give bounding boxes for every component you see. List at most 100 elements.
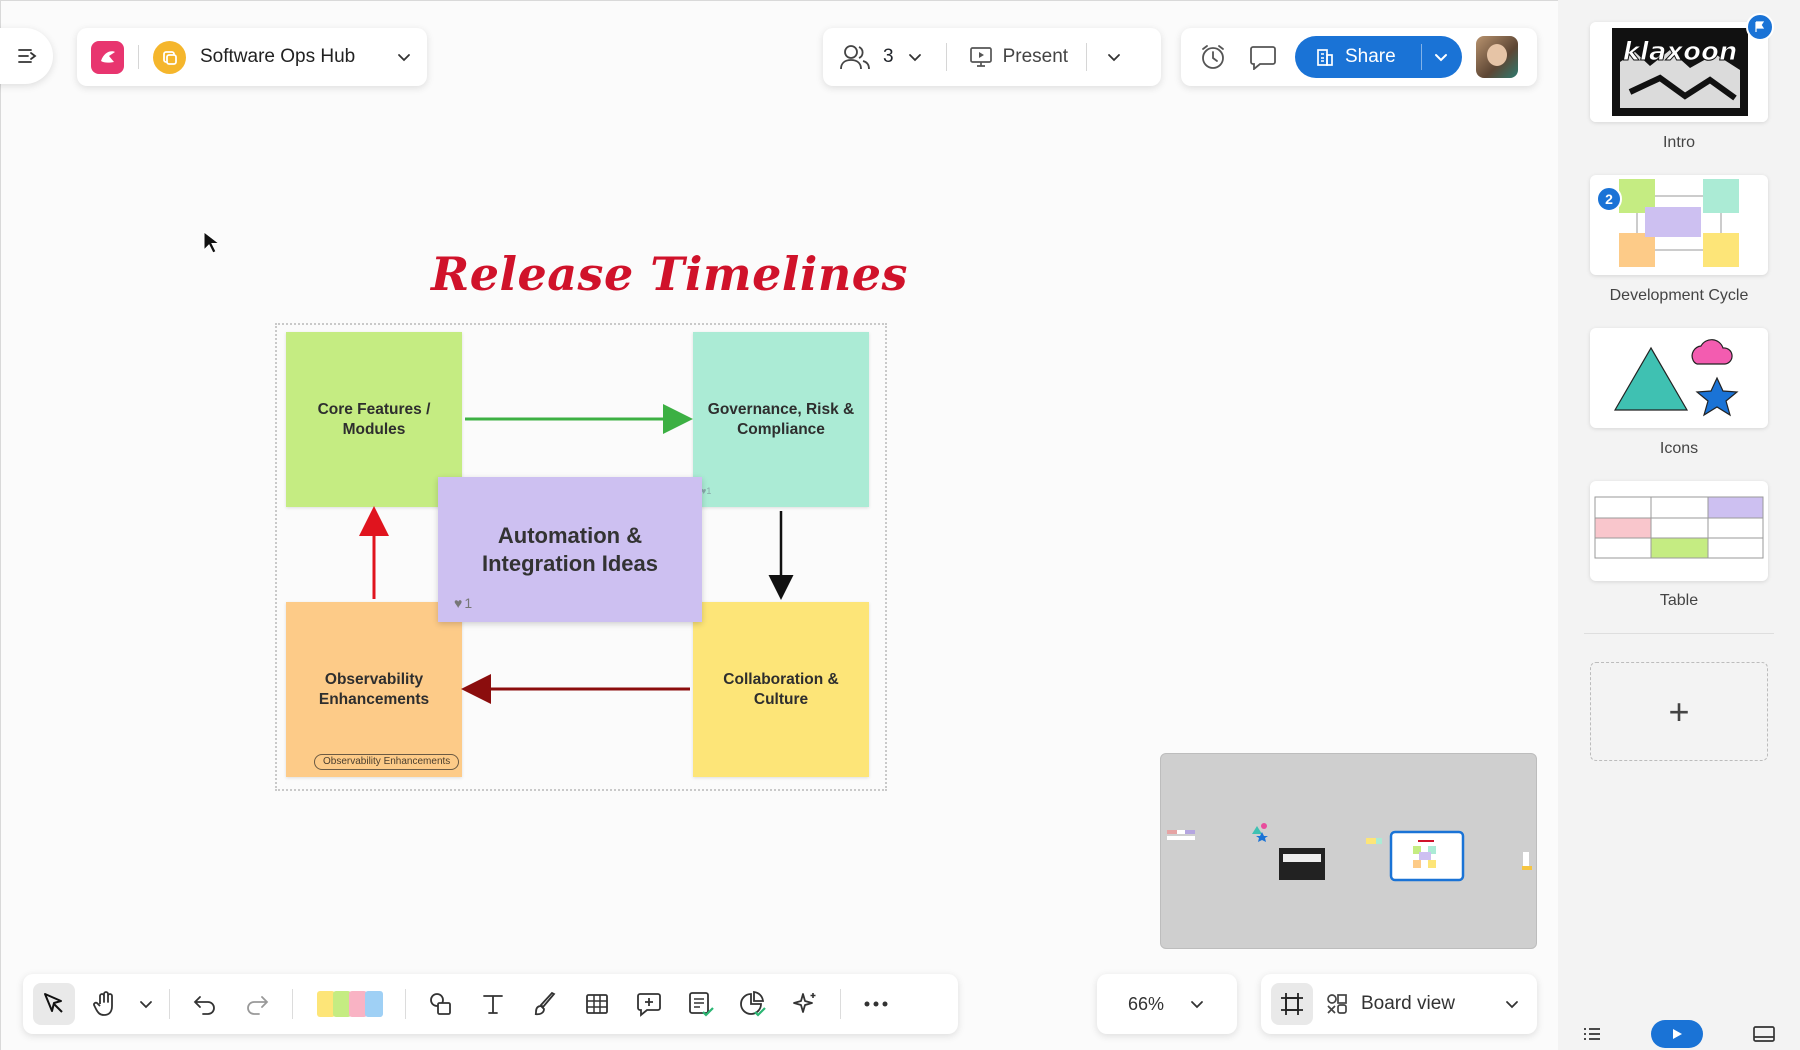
divider (292, 989, 293, 1019)
frame-thumbnail-icons[interactable] (1590, 328, 1768, 428)
chevron-down-icon[interactable] (1503, 995, 1521, 1013)
mouse-pointer-icon (203, 231, 219, 254)
list-view-icon[interactable] (1583, 1027, 1601, 1041)
pointer-icon (44, 993, 63, 1013)
collaboration-bar: 3 Present (823, 28, 1161, 86)
user-avatar[interactable] (1476, 36, 1518, 78)
divider (169, 989, 170, 1019)
board-title[interactable]: Software Ops Hub (200, 46, 356, 67)
divider (1421, 44, 1422, 70)
likes-count: 1 (464, 594, 473, 611)
chevron-down-icon[interactable] (906, 48, 924, 66)
ai-tool[interactable] (784, 983, 826, 1025)
view-mode-label[interactable]: Board view (1361, 993, 1455, 1014)
redo-button[interactable] (236, 983, 278, 1025)
actions-bar: Share (1181, 28, 1537, 86)
svg-text:klaxoon: klaxoon (1623, 37, 1738, 67)
undo-icon (193, 996, 215, 1015)
klaxoon-logo-thumbnail: klaxoon (1590, 22, 1768, 122)
undo-button[interactable] (184, 983, 226, 1025)
flag-icon[interactable] (1746, 13, 1774, 41)
table-icon (586, 994, 608, 1014)
sticky-pink-icon (349, 991, 367, 1017)
voting-tool[interactable] (680, 983, 722, 1025)
board-canvas[interactable]: Software Ops Hub 3 Present Share Relea (0, 0, 1558, 1050)
chevron-down-icon[interactable] (1432, 48, 1450, 66)
shapes-tool[interactable] (420, 983, 462, 1025)
sticky-note-governance[interactable]: Governance, Risk & Compliance (693, 332, 869, 507)
board-header: Software Ops Hub (77, 28, 427, 86)
comment-add-icon (637, 993, 661, 1017)
share-button[interactable]: Share (1295, 36, 1462, 78)
divider (945, 43, 947, 71)
frame-count-badge: 2 (1596, 186, 1622, 212)
pen-tool[interactable] (524, 983, 566, 1025)
frame-border[interactable] (275, 323, 887, 791)
frame-label[interactable]: Intro (1662, 134, 1695, 151)
development-cycle-thumbnail (1619, 179, 1739, 267)
likes-counter[interactable]: ♥ 1 (454, 595, 472, 613)
participants-count: 3 (883, 46, 894, 67)
sticky-note-observability[interactable]: Observability Enhancements Observability… (286, 602, 462, 777)
sticky-note-collaboration[interactable]: Collaboration & Culture (693, 602, 869, 777)
note-text: Core Features / Modules (317, 401, 431, 438)
text-tool[interactable] (472, 983, 514, 1025)
presentation-icon (969, 47, 992, 67)
divider (1584, 633, 1774, 634)
note-tag[interactable]: Observability Enhancements (314, 753, 460, 770)
quiz-tool[interactable] (732, 983, 774, 1025)
sidebar-toggle-button[interactable] (0, 28, 53, 84)
text-icon (483, 995, 503, 1014)
more-tools-button[interactable] (855, 983, 897, 1025)
hand-tool[interactable] (85, 983, 127, 1025)
frame-thumbnail-table[interactable] (1590, 481, 1768, 581)
comments-button[interactable] (1245, 39, 1281, 75)
frame-icon (1281, 993, 1303, 1015)
frame-title[interactable]: Release Timelines (431, 247, 908, 301)
sticky-notes-tool[interactable] (307, 983, 391, 1025)
frame-label[interactable]: Icons (1659, 440, 1699, 457)
play-icon (1673, 1029, 1682, 1039)
board-view-icon[interactable] (1325, 992, 1349, 1016)
note-text: Automation & Integration Ideas (481, 523, 659, 576)
zoom-control[interactable]: 66% (1097, 974, 1237, 1034)
survey-icon (689, 992, 714, 1017)
building-icon (1317, 49, 1333, 66)
participants-icon[interactable] (839, 43, 871, 71)
more-horizontal-icon (864, 1001, 888, 1007)
grid-view-icon[interactable] (1753, 1026, 1775, 1042)
frame-thumbnail-development-cycle[interactable] (1590, 175, 1768, 275)
table-tool[interactable] (576, 983, 618, 1025)
view-control: Board view (1261, 974, 1537, 1034)
minimap[interactable] (1160, 753, 1537, 949)
select-tool[interactable] (33, 983, 75, 1025)
add-frame-button[interactable]: + (1590, 662, 1768, 761)
alarm-clock-icon (1202, 45, 1224, 69)
frame-label[interactable]: Table (1659, 592, 1699, 609)
chevron-down-icon[interactable] (395, 48, 413, 66)
sticky-note-automation[interactable]: Automation & Integration Ideas ♥ 1 (438, 477, 702, 622)
chevron-down-icon[interactable] (137, 995, 155, 1013)
tools-toolbar (23, 974, 958, 1034)
heart-icon: ♥ (454, 594, 463, 611)
timer-button[interactable] (1195, 39, 1231, 75)
minimap-preview (1167, 823, 1532, 882)
menu-expand-icon (18, 49, 37, 63)
frame-tool-button[interactable] (1271, 983, 1313, 1025)
share-label: Share (1345, 46, 1396, 67)
app-logo-icon[interactable] (91, 40, 124, 74)
governance-likes[interactable]: ♥1 (701, 486, 712, 496)
divider (1086, 43, 1088, 71)
project-folder-icon[interactable] (153, 40, 186, 74)
chevron-down-icon[interactable] (1188, 995, 1206, 1013)
frames-footer (1558, 1018, 1800, 1050)
chevron-down-icon[interactable] (1105, 48, 1123, 66)
divider (138, 45, 139, 69)
comment-icon (1250, 46, 1276, 70)
present-button[interactable]: Present (969, 46, 1068, 68)
frame-label[interactable]: Development Cycle (1609, 287, 1749, 304)
comment-tool[interactable] (628, 983, 670, 1025)
sticky-note-core-features[interactable]: Core Features / Modules (286, 332, 462, 507)
play-presentation-button[interactable] (1651, 1020, 1703, 1048)
frame-thumbnail-intro[interactable]: klaxoon (1590, 22, 1768, 122)
